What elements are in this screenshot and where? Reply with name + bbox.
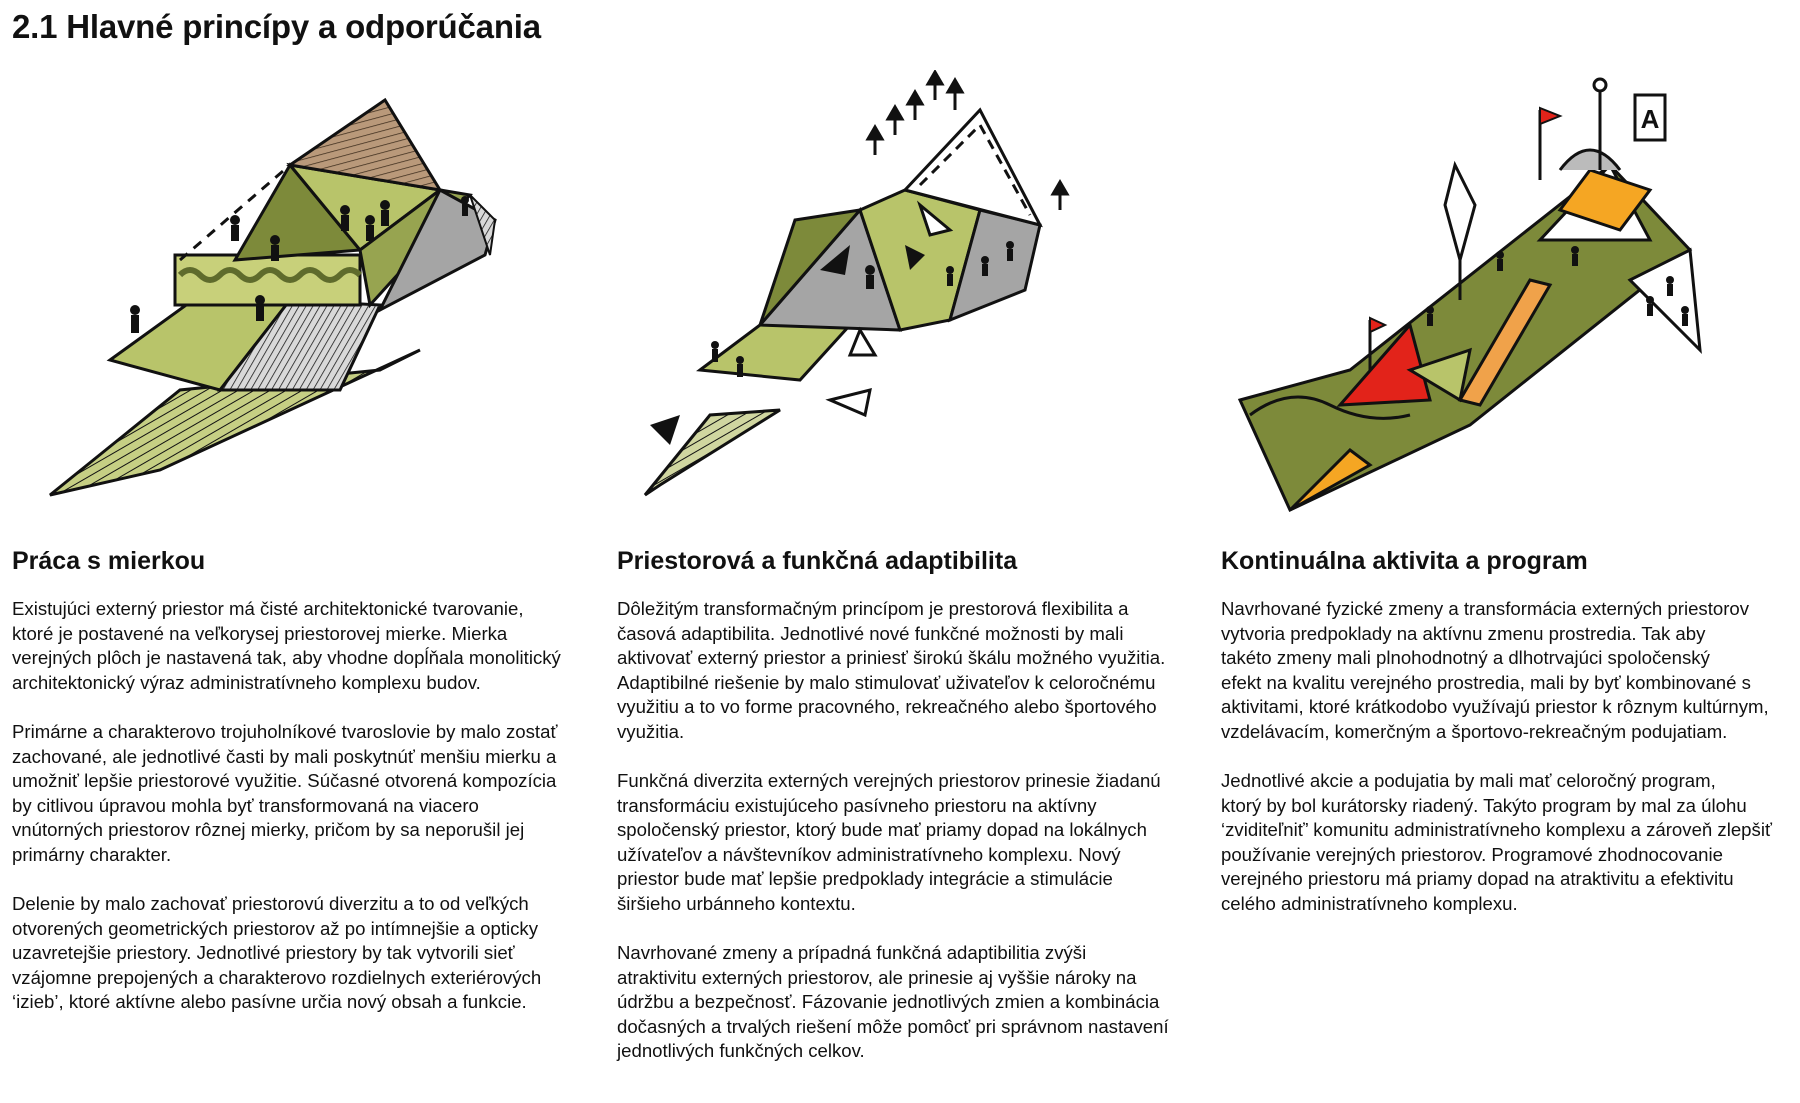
column-heading: Práca s mierkou: [12, 547, 206, 575]
paragraph: Jednotlivé akcie a podujatia by mali mať…: [1221, 770, 1772, 914]
page-title: 2.1 Hlavné princípy a odporúčania: [12, 8, 541, 45]
paragraph: Primárne a charakterovo trojuholníkové t…: [12, 721, 558, 865]
column-activity: Kontinuálna aktivita a program Navrhovan…: [1221, 545, 1799, 941]
paragraph: Navrhované fyzické zmeny a transformácia…: [1221, 598, 1769, 742]
column-heading: Priestorová a funkčná adaptibilita: [617, 547, 1018, 575]
paragraph: Delenie by malo zachovať priestorovú div…: [12, 893, 542, 1012]
column-adaptability: Priestorová a funkčná adaptibilita Dôlež…: [617, 545, 1217, 1089]
column-scale: Práca s mierkou Existujúci externý pries…: [12, 545, 612, 1040]
paragraph: Funkčná diverzita externých verejných pr…: [617, 770, 1161, 914]
sign-letter: A: [1641, 104, 1660, 134]
column-heading: Kontinuálna aktivita a program: [1221, 547, 1588, 575]
paragraph: Navrhované zmeny a prípadná funkčná adap…: [617, 942, 1169, 1061]
paragraph: Existujúci externý priestor má čisté arc…: [12, 598, 561, 693]
activity-sketch-icon: A: [1237, 77, 1702, 513]
paragraph: Dôležitým transformačným princípom je pr…: [617, 598, 1166, 742]
adaptability-sketch-icon: [643, 70, 1070, 497]
scale-sketch-icon: [49, 97, 497, 497]
